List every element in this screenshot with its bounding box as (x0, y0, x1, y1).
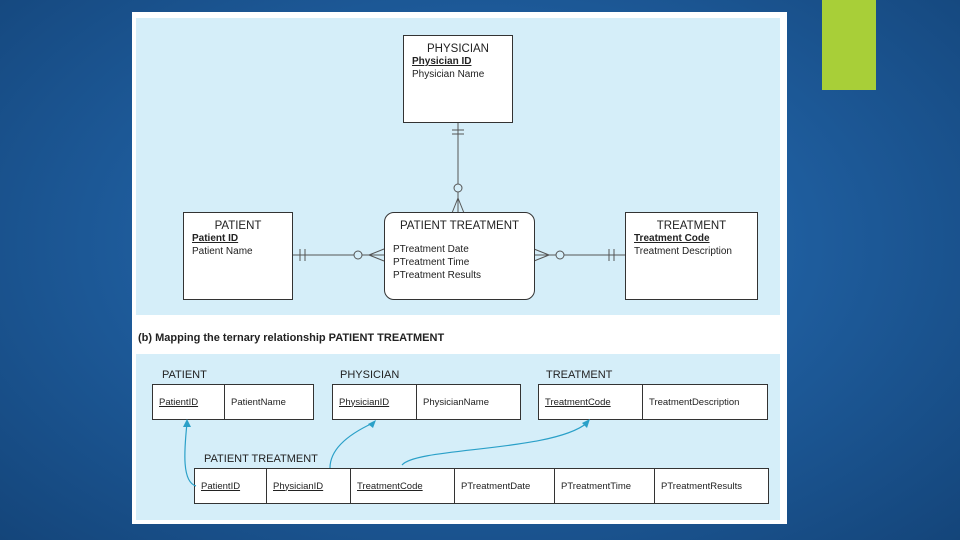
relation-pt-col-physicianid: PhysicianID (267, 469, 351, 503)
fk-arrowhead-physicianid (368, 420, 376, 428)
entity-physician: PHYSICIAN Physician ID Physician Name (403, 35, 513, 123)
relation-patient-treatment-name: PATIENT TREATMENT (204, 453, 318, 465)
entity-patient-treatment: PATIENT TREATMENT PTreatment Date PTreat… (384, 212, 535, 300)
fk-arrow-treatmentcode (401, 422, 588, 466)
relation-pt-col-patientid: PatientID (195, 469, 267, 503)
physician-crowfoot-right (457, 197, 465, 214)
entity-patient-treatment-attr-results: PTreatment Results (393, 270, 481, 281)
relation-treatment-name: TREATMENT (546, 369, 613, 381)
fk-arrow-physicianid (329, 422, 374, 469)
relation-patient-col-key: PatientID (153, 385, 225, 419)
relation-treatment: TreatmentCode TreatmentDescription (538, 384, 768, 420)
relation-physician-name: PHYSICIAN (340, 369, 400, 381)
entity-treatment: TREATMENT Treatment Code Treatment Descr… (625, 212, 758, 300)
entity-patient: PATIENT Patient ID Patient Name (183, 212, 293, 300)
slide-figure: PHYSICIAN Physician ID Physician Name PA… (132, 12, 787, 524)
relation-physician: PhysicianID PhysicianName (332, 384, 521, 420)
relation-treatment-col-desc: TreatmentDescription (649, 396, 740, 408)
entity-patient-treatment-title: PATIENT TREATMENT (399, 220, 520, 232)
entity-patient-title: PATIENT (214, 220, 262, 232)
relation-patient: PatientID PatientName (152, 384, 314, 420)
physician-optional-mark (453, 183, 463, 193)
fk-arrowhead-treatmentcode (582, 419, 590, 428)
relation-patient-treatment: PatientID PhysicianID TreatmentCode PTre… (194, 468, 769, 504)
foreign-key-arrows (183, 419, 590, 487)
treatment-optional-mark (555, 250, 565, 260)
figure-caption: (b) Mapping the ternary relationship PAT… (138, 332, 445, 344)
fk-arrowhead-patientid (183, 419, 191, 427)
relation-pt-col-date: PTreatmentDate (455, 469, 555, 503)
patient-crowfoot-top (368, 248, 385, 256)
entity-physician-key: Physician ID (412, 56, 472, 67)
entity-physician-title: PHYSICIAN (427, 43, 489, 55)
treatment-crowfoot-bottom (533, 254, 550, 262)
entity-patient-attr: Patient Name (192, 246, 253, 257)
relation-patient-name: PATIENT (162, 369, 207, 381)
relation-pt-col-treatmentcode: TreatmentCode (351, 469, 455, 503)
entity-patient-key: Patient ID (192, 233, 239, 244)
entity-patient-treatment-attr-date: PTreatment Date (393, 244, 469, 255)
relation-physician-col-name: PhysicianName (423, 396, 489, 408)
physician-crowfoot-left (451, 197, 459, 214)
entity-treatment-title: TREATMENT (656, 220, 727, 232)
relation-treatment-col-key: TreatmentCode (539, 385, 643, 419)
patient-optional-mark (353, 250, 363, 260)
entity-treatment-attr: Treatment Description (634, 246, 732, 257)
relation-pt-col-results: PTreatmentResults (661, 480, 742, 492)
accent-bar (822, 0, 876, 90)
fk-arrow-patientid (184, 422, 197, 487)
entity-patient-treatment-attr-time: PTreatment Time (393, 257, 470, 268)
relation-patient-col-name: PatientName (231, 396, 286, 408)
patient-crowfoot-bottom (368, 254, 385, 262)
relation-physician-col-key: PhysicianID (333, 385, 417, 419)
entity-physician-attr: Physician Name (412, 69, 485, 80)
treatment-crowfoot-top (533, 248, 550, 256)
er-connectors (292, 122, 625, 262)
entity-treatment-key: Treatment Code (634, 233, 710, 244)
relation-pt-col-time: PTreatmentTime (555, 469, 655, 503)
